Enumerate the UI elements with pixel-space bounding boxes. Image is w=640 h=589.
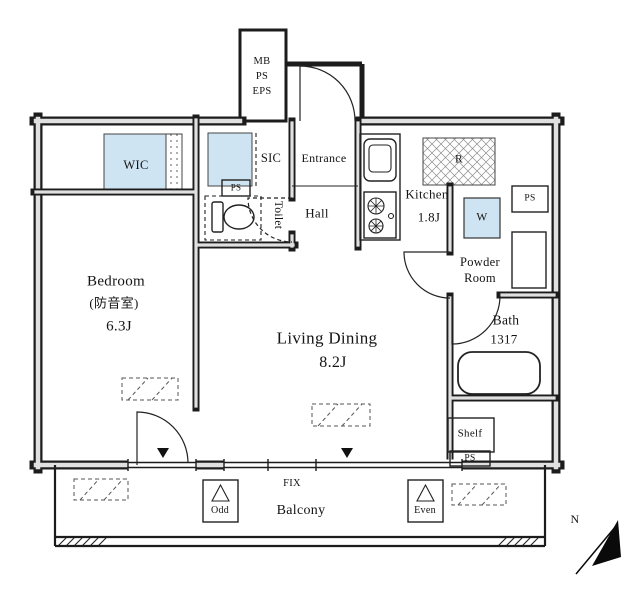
option-area (451, 483, 507, 506)
fixtures (204, 133, 549, 467)
kitchen-sink-icon (363, 138, 397, 182)
balcony-walls (53, 465, 547, 548)
kitchen-sink-basin-icon (368, 144, 392, 173)
bathtub-icon (457, 351, 541, 395)
partition-board-odd (202, 479, 239, 523)
shaft-label-mb: MB (253, 55, 271, 67)
even-label: Even (414, 505, 436, 516)
fix-label: FIX (283, 477, 301, 489)
window-marker-icon (157, 448, 169, 458)
north-label: N (570, 512, 580, 526)
option-area-hatch (79, 478, 124, 501)
balcony-label: Balcony (276, 503, 326, 518)
dashed-option-areas (73, 377, 507, 506)
porch-walls (286, 61, 365, 121)
option-area-hatch (127, 377, 173, 401)
partition-triangle-icon (416, 483, 435, 502)
bedroom-size-label: 6.3J (106, 318, 132, 335)
shaft-label-eps: EPS (252, 85, 272, 97)
powder-vanity-icon (511, 231, 547, 289)
shelf-label: Shelf (457, 427, 483, 440)
stove-burner-flame-icon (369, 219, 383, 233)
toilet-bowl-icon (223, 204, 255, 230)
bedroom-window (127, 459, 197, 471)
entrance-door-arc (299, 65, 356, 122)
window-marker-icon (341, 448, 353, 458)
shaft-box (238, 28, 288, 123)
washer-label: W (476, 211, 488, 224)
windows (127, 448, 463, 471)
entrance-label: Entrance (301, 151, 347, 165)
balcony-structure (53, 465, 547, 548)
ps-toilet-label: PS (230, 182, 242, 193)
partition-board-even (407, 479, 444, 523)
shelf-box (447, 417, 495, 453)
north-arrow-head-icon (592, 520, 621, 566)
option-area (73, 478, 129, 501)
stove-knob-icon (387, 212, 395, 220)
doors (136, 65, 501, 465)
toilet-door-arc (247, 197, 293, 243)
bedroom-window-gap (128, 459, 196, 471)
living-dining-size-label: 8.2J (319, 354, 347, 371)
wic-floor (103, 133, 167, 192)
ps-kitchen-label: PS (524, 193, 536, 204)
bedroom-door-arc (136, 411, 189, 465)
odd-label: Odd (210, 505, 230, 516)
kitchen-stove-icon (363, 191, 397, 239)
fridge-label: R (455, 153, 463, 166)
kitchen-size-label: 1.8J (417, 209, 441, 225)
option-area (311, 403, 371, 427)
sic-label: SIC (260, 150, 282, 165)
kitchen-counter-icon (359, 133, 401, 241)
bath-label: Bath (492, 312, 520, 328)
option-area-hatch (317, 403, 363, 427)
wic-label: WIC (123, 157, 149, 172)
ps-toilet-box (221, 179, 251, 197)
bath-size-label: 1317 (490, 331, 518, 347)
hall-label: Hall (305, 205, 329, 221)
living-window (223, 459, 463, 471)
bedroom-label: Bedroom (87, 273, 145, 290)
washer-space (463, 197, 501, 239)
powder-room-door-arc (403, 251, 451, 299)
option-area-hatch (457, 483, 502, 506)
balcony-rail-hatch (57, 536, 540, 547)
sic-floor (207, 132, 253, 187)
floor-fills (103, 132, 501, 239)
north-arrow (575, 520, 621, 575)
stove-burner-flame-icon (368, 198, 384, 214)
kitchen-label: Kitchen (405, 186, 449, 202)
north-arrow-line (575, 525, 617, 575)
powder-room-label-line1: Powder (460, 254, 500, 269)
ps-shelf-label: PS (464, 453, 476, 464)
toilet-label: Toilet (271, 200, 284, 230)
powder-room-label-line2: Room (464, 270, 496, 285)
living-window-gap (224, 459, 462, 471)
bath-door-arc (451, 295, 501, 345)
wic-shelf-strip (165, 133, 183, 192)
ps-shelf-box (449, 450, 491, 467)
toilet-tank-icon (211, 201, 224, 233)
bedroom-note-label: (防音室) (89, 295, 139, 311)
partition-triangle-icon (211, 483, 230, 502)
shaft-label-ps: PS (255, 70, 269, 82)
ps-kitchen-box (511, 185, 549, 213)
interior-walls-fill (34, 118, 556, 465)
fridge-space (422, 137, 496, 186)
living-dining-label: Living Dining (276, 328, 378, 348)
option-area (121, 377, 179, 401)
